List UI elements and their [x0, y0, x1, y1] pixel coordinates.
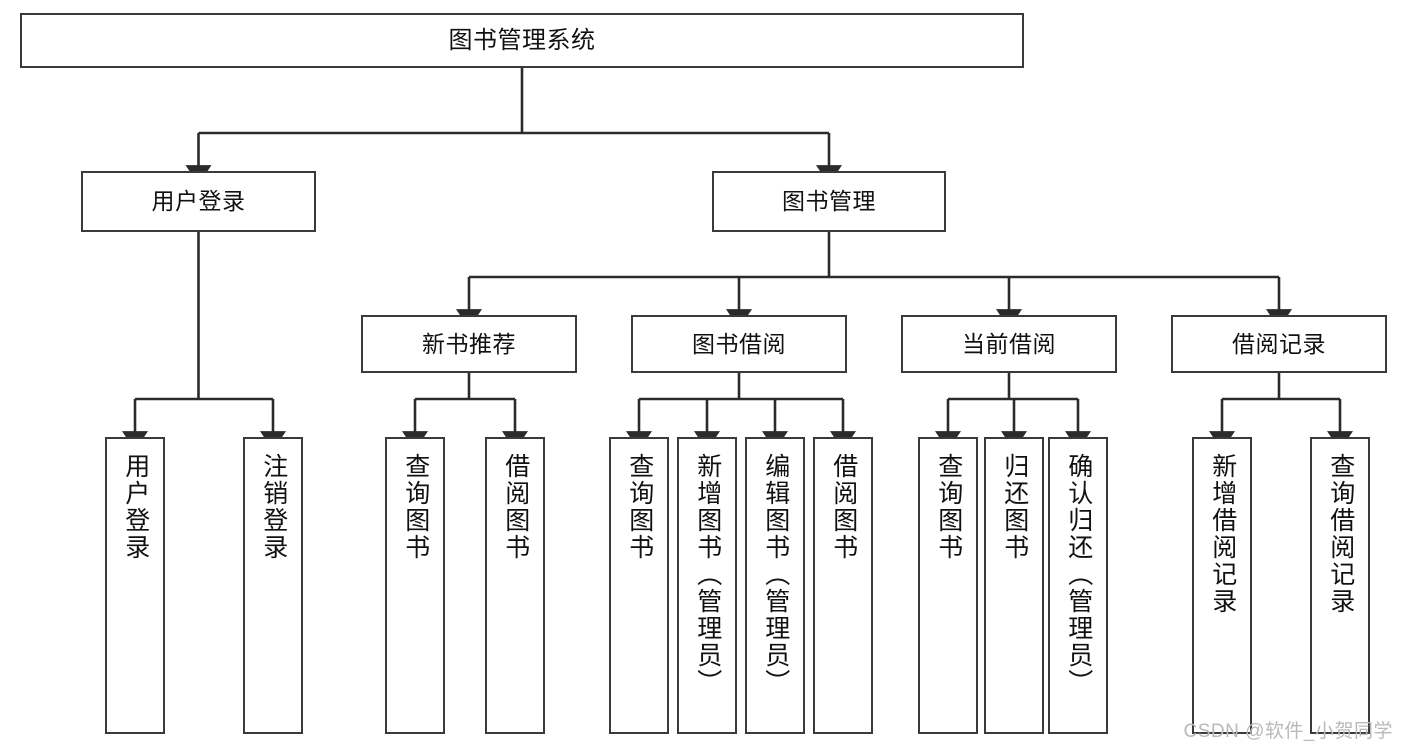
node-leaf-query-book-3[interactable]: 查询图书	[918, 437, 978, 734]
node-label: 用户登录	[151, 188, 246, 215]
node-label: 查询借阅记录	[1326, 453, 1355, 615]
node-leaf-user-login[interactable]: 用户登录	[105, 437, 165, 734]
node-borrow-record[interactable]: 借阅记录	[1171, 315, 1387, 373]
node-leaf-confirm-return[interactable]: 确认归还（管理员）	[1048, 437, 1108, 734]
node-label: 确认归还（管理员）	[1064, 453, 1093, 696]
node-user-login[interactable]: 用户登录	[81, 171, 316, 232]
node-label: 借阅图书	[829, 453, 858, 561]
node-label: 查询图书	[401, 453, 430, 561]
node-book-manage[interactable]: 图书管理	[712, 171, 946, 232]
node-label: 查询图书	[934, 453, 963, 561]
node-leaf-return-book[interactable]: 归还图书	[984, 437, 1044, 734]
node-leaf-query-book-2[interactable]: 查询图书	[609, 437, 669, 734]
node-label: 新书推荐	[422, 330, 516, 357]
node-current-borrow[interactable]: 当前借阅	[901, 315, 1117, 373]
node-leaf-user-logout[interactable]: 注销登录	[243, 437, 303, 734]
node-new-book-rec[interactable]: 新书推荐	[361, 315, 577, 373]
node-label: 借阅图书	[501, 453, 530, 561]
node-label: 新增图书（管理员）	[693, 453, 722, 696]
node-label: 图书借阅	[692, 330, 786, 357]
node-label: 用户登录	[121, 453, 150, 561]
node-label: 编辑图书（管理员）	[761, 453, 790, 696]
node-leaf-edit-book[interactable]: 编辑图书（管理员）	[745, 437, 805, 734]
node-leaf-query-book-1[interactable]: 查询图书	[385, 437, 445, 734]
node-label: 图书管理系统	[448, 26, 596, 54]
node-label: 查询图书	[625, 453, 654, 561]
node-label: 新增借阅记录	[1208, 453, 1237, 615]
node-label: 归还图书	[1000, 453, 1029, 561]
node-root[interactable]: 图书管理系统	[20, 13, 1024, 68]
node-leaf-query-record[interactable]: 查询借阅记录	[1310, 437, 1370, 734]
node-label: 借阅记录	[1232, 330, 1326, 357]
node-leaf-borrow-book-1[interactable]: 借阅图书	[485, 437, 545, 734]
node-leaf-add-book[interactable]: 新增图书（管理员）	[677, 437, 737, 734]
node-label: 注销登录	[259, 453, 288, 561]
watermark: CSDN @软件_小贺同学	[1183, 721, 1393, 742]
node-leaf-add-record[interactable]: 新增借阅记录	[1192, 437, 1252, 734]
node-label: 当前借阅	[962, 330, 1056, 357]
node-label: 图书管理	[782, 188, 876, 215]
node-leaf-borrow-book-2[interactable]: 借阅图书	[813, 437, 873, 734]
node-book-borrow[interactable]: 图书借阅	[631, 315, 847, 373]
